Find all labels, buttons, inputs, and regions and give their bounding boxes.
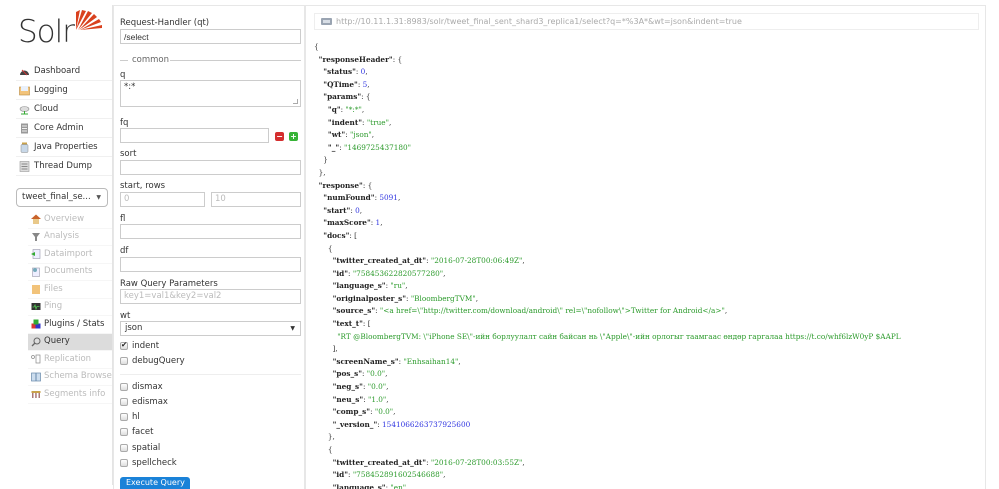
indent-checkbox[interactable]: indent xyxy=(120,340,159,351)
options-divider xyxy=(120,374,301,375)
core-item-dataimport[interactable]: Dataimport xyxy=(28,246,112,264)
fl-input[interactable] xyxy=(120,224,301,239)
spellcheck-checkbox[interactable]: spellcheck xyxy=(120,458,177,468)
sun-logo-icon xyxy=(76,10,102,30)
nav-item-logging[interactable]: Logging xyxy=(16,81,112,100)
sidebar-divider xyxy=(112,5,113,485)
link-icon xyxy=(321,18,332,25)
core-admin-icon xyxy=(19,123,30,134)
core-item-segments-info[interactable]: Segments info xyxy=(28,386,112,404)
core-item-overview[interactable]: Overview xyxy=(28,211,112,229)
resize-handle-icon[interactable] xyxy=(293,99,298,104)
replication-icon xyxy=(31,354,41,364)
qt-label: Request-Handler (qt) xyxy=(120,18,210,28)
checkbox-icon xyxy=(120,459,128,467)
start-rows-label: start, rows xyxy=(120,181,166,191)
fq-input[interactable] xyxy=(120,128,269,143)
core-item-replication[interactable]: Replication xyxy=(28,351,112,369)
nav-label: Cloud xyxy=(34,103,59,114)
nav-item-cloud[interactable]: Cloud xyxy=(16,100,112,119)
plugins-icon xyxy=(31,319,41,329)
checkbox-icon xyxy=(120,444,128,452)
fl-label: fl xyxy=(120,214,126,224)
core-item-plugins-stats[interactable]: Plugins / Stats xyxy=(28,316,112,334)
main-menu: Dashboard Logging Cloud Core Admin Java … xyxy=(16,62,112,176)
raw-params-label: Raw Query Parameters xyxy=(120,279,218,289)
documents-icon xyxy=(31,267,41,277)
core-item-ping[interactable]: Ping xyxy=(28,299,112,316)
query-icon xyxy=(31,337,41,347)
common-legend: common xyxy=(120,55,301,65)
core-item-query[interactable]: Query xyxy=(28,333,112,351)
raw-params-input[interactable]: key1=val1&key2=val2 xyxy=(120,289,301,304)
remove-fq-button[interactable]: − xyxy=(275,132,284,141)
core-item-analysis[interactable]: Analysis xyxy=(28,229,112,246)
start-input[interactable]: 0 xyxy=(120,192,205,207)
json-response: { "responseHeader": { "status": 0, "QTim… xyxy=(314,42,901,489)
query-form: Request-Handler (qt) common q *:* fq − +… xyxy=(113,5,305,489)
analysis-icon xyxy=(31,232,41,242)
logo-text: Solr xyxy=(18,14,75,50)
segments-info-icon xyxy=(31,389,41,399)
chevron-down-icon: ▼ xyxy=(96,194,101,201)
dismax-checkbox[interactable]: dismax xyxy=(120,382,163,392)
core-item-schema-browser[interactable]: Schema Browser xyxy=(28,369,112,386)
df-label: df xyxy=(120,246,129,256)
sort-label: sort xyxy=(120,149,137,159)
result-panel: http://10.11.1.31:8983/solr/tweet_final_… xyxy=(305,5,986,489)
thread-dump-icon xyxy=(19,160,30,172)
fq-label: fq xyxy=(120,118,129,128)
nav-label: Thread Dump xyxy=(34,160,93,171)
logging-icon xyxy=(19,85,30,96)
nav-label: Core Admin xyxy=(34,122,84,133)
wt-select[interactable]: json ▼ xyxy=(120,321,301,336)
dashboard-icon xyxy=(19,66,30,77)
core-item-files[interactable]: Files xyxy=(28,281,112,299)
query-url-link[interactable]: http://10.11.1.31:8983/solr/tweet_final_… xyxy=(314,13,979,30)
nav-item-dashboard[interactable]: Dashboard xyxy=(16,62,112,81)
solr-logo[interactable]: Solr xyxy=(18,8,102,50)
qt-input[interactable] xyxy=(120,29,301,44)
debugquery-checkbox[interactable]: debugQuery xyxy=(120,356,185,366)
dataimport-icon xyxy=(31,249,41,260)
spatial-checkbox[interactable]: spatial xyxy=(120,443,160,453)
nav-item-java-properties[interactable]: Java Properties xyxy=(16,138,112,157)
java-properties-icon xyxy=(19,142,30,153)
nav-item-core-admin[interactable]: Core Admin xyxy=(16,119,112,138)
sort-input[interactable] xyxy=(120,160,301,175)
wt-label: wt xyxy=(120,311,131,321)
q-label: q xyxy=(120,70,126,80)
core-menu: Overview Analysis Dataimport Documents F… xyxy=(28,211,112,404)
nav-label: Dashboard xyxy=(34,65,81,76)
ping-icon xyxy=(31,302,41,312)
checkbox-icon xyxy=(120,413,128,421)
checkbox-icon xyxy=(120,383,128,391)
checkbox-icon xyxy=(120,357,128,365)
nav-item-thread-dump[interactable]: Thread Dump xyxy=(16,157,112,176)
facet-checkbox[interactable]: facet xyxy=(120,427,153,437)
checkbox-checked-icon xyxy=(120,340,128,350)
df-input[interactable] xyxy=(120,257,301,272)
q-textarea[interactable]: *:* xyxy=(120,80,301,107)
schema-browser-icon xyxy=(31,372,41,382)
add-fq-button[interactable]: + xyxy=(289,132,298,141)
rows-input[interactable]: 10 xyxy=(211,192,301,207)
nav-label: Java Properties xyxy=(34,141,98,152)
files-icon xyxy=(31,284,41,295)
execute-query-button[interactable]: Execute Query xyxy=(120,477,190,489)
overview-icon xyxy=(31,214,41,225)
checkbox-icon xyxy=(120,428,128,436)
core-selector[interactable]: tweet_final_se... ▼ xyxy=(16,188,108,207)
nav-label: Logging xyxy=(34,84,68,95)
sidebar: Solr Dashboard Logging Cloud xyxy=(0,0,112,489)
hl-checkbox[interactable]: hl xyxy=(120,412,140,422)
edismax-checkbox[interactable]: edismax xyxy=(120,397,168,407)
chevron-down-icon: ▼ xyxy=(290,325,295,332)
core-item-documents[interactable]: Documents xyxy=(28,264,112,281)
core-selector-value: tweet_final_se... xyxy=(22,192,91,202)
cloud-icon xyxy=(19,104,30,115)
checkbox-icon xyxy=(120,398,128,406)
